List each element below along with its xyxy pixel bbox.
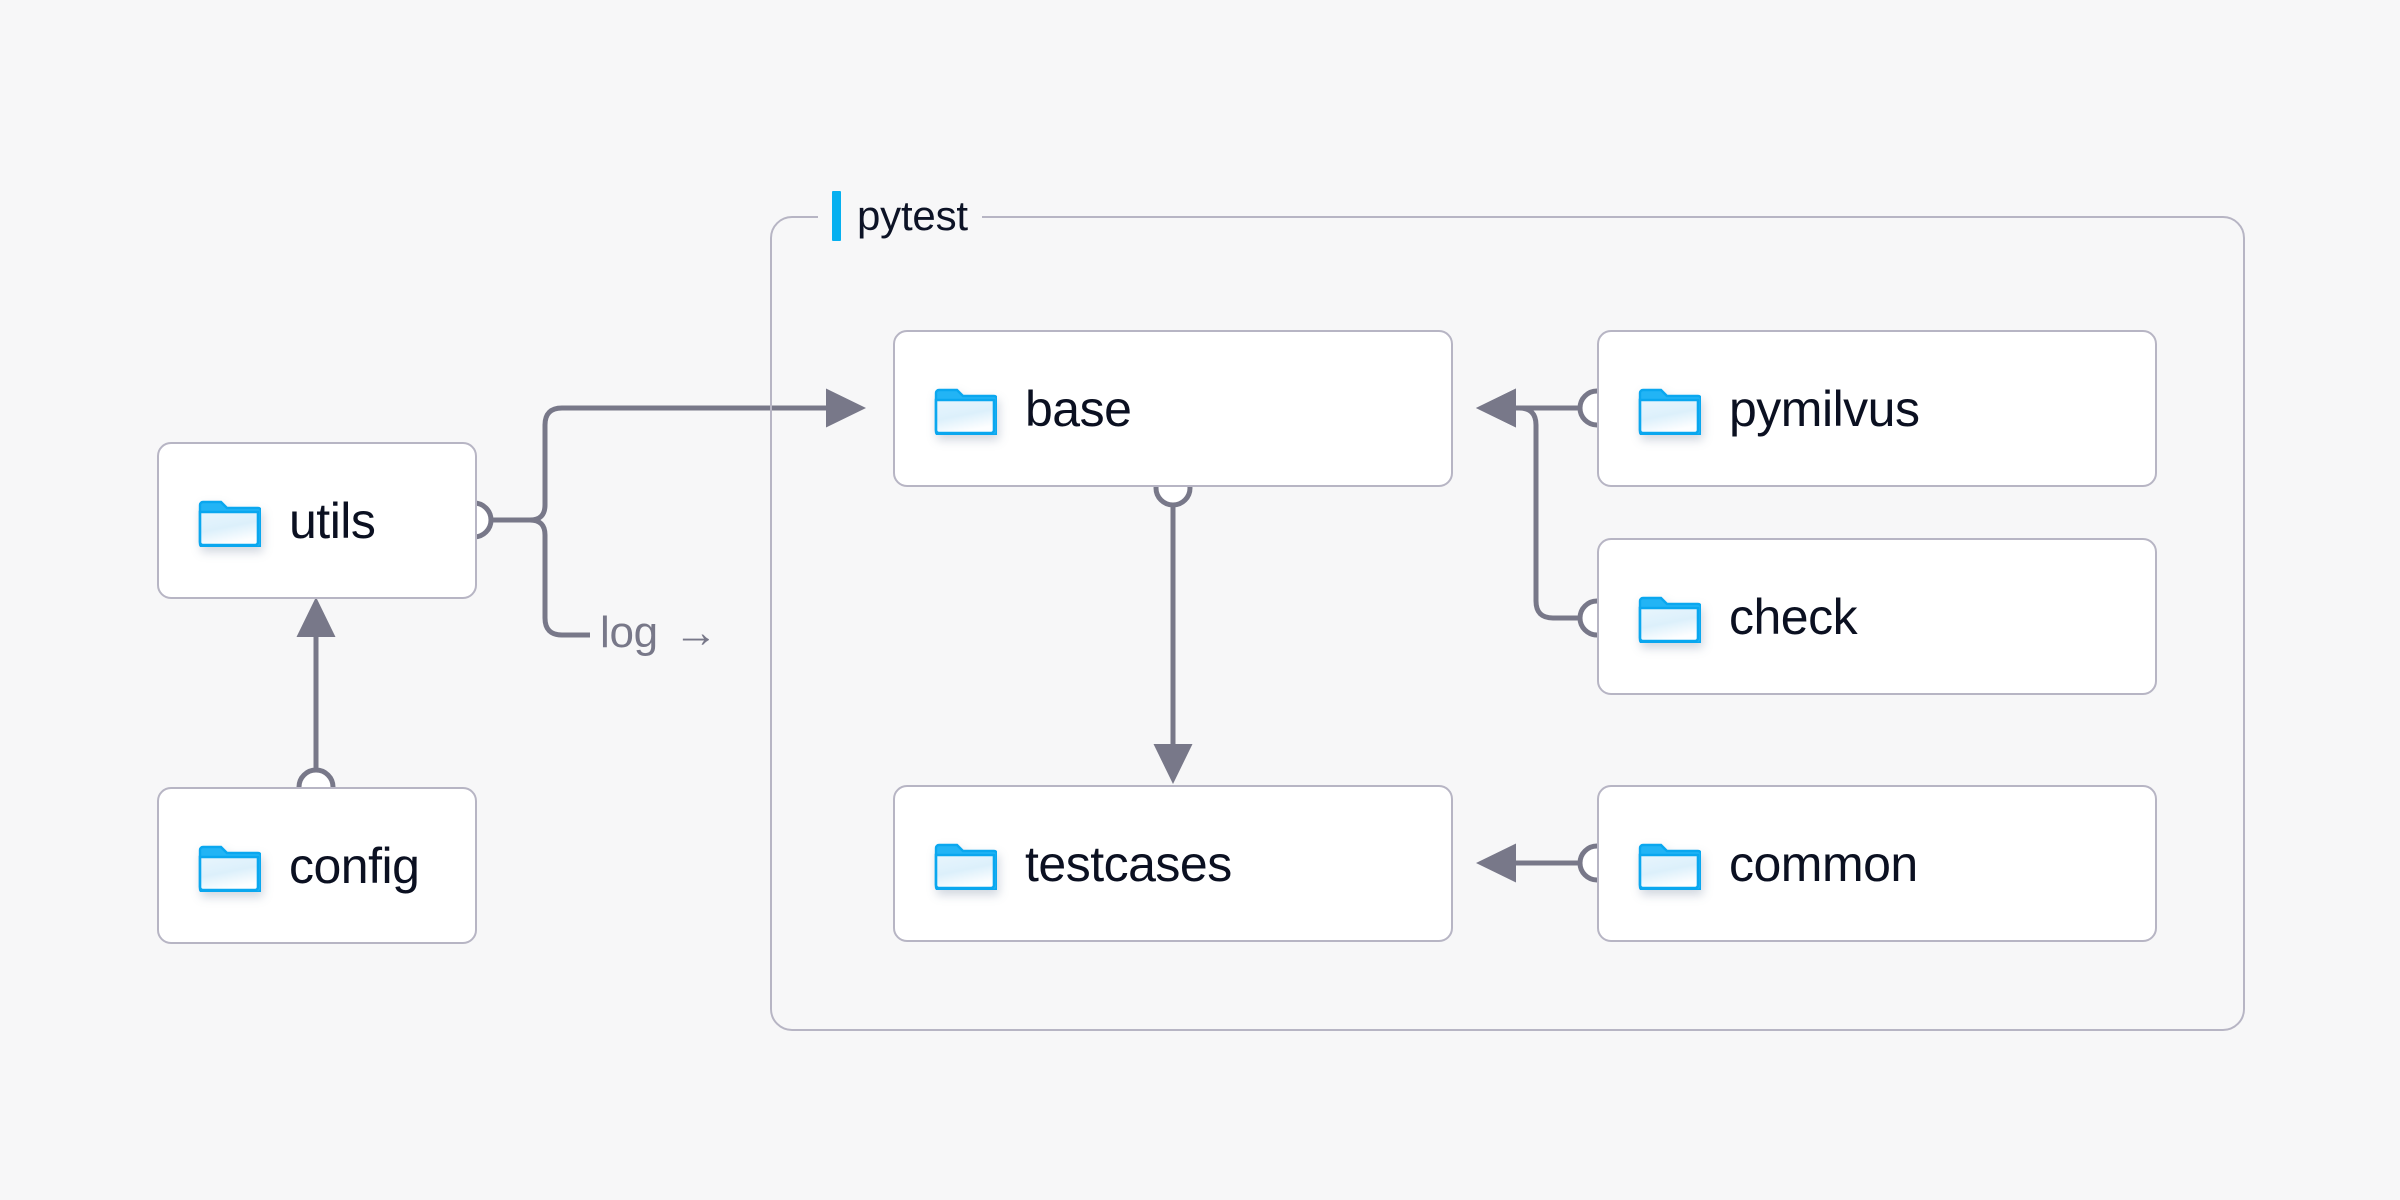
group-accent-bar bbox=[832, 191, 841, 241]
node-check[interactable]: check bbox=[1597, 538, 2157, 695]
node-label: common bbox=[1729, 835, 1918, 892]
group-pytest[interactable] bbox=[770, 216, 2245, 1031]
node-label: pymilvus bbox=[1729, 380, 1920, 437]
folder-icon bbox=[933, 383, 997, 435]
node-common[interactable]: common bbox=[1597, 785, 2157, 942]
node-label: utils bbox=[289, 492, 376, 549]
edge-label-log-text: log bbox=[600, 608, 658, 657]
folder-icon bbox=[1637, 838, 1701, 890]
folder-icon bbox=[933, 838, 997, 890]
group-pytest-label: pytest bbox=[818, 188, 982, 244]
node-label: base bbox=[1025, 380, 1132, 437]
node-config[interactable]: config bbox=[157, 787, 477, 944]
node-pymilvus[interactable]: pymilvus bbox=[1597, 330, 2157, 487]
node-label: check bbox=[1729, 588, 1858, 645]
node-label: config bbox=[289, 837, 420, 894]
node-utils[interactable]: utils bbox=[157, 442, 477, 599]
arrow-right-icon: → bbox=[673, 608, 718, 657]
group-title: pytest bbox=[857, 192, 968, 239]
node-testcases[interactable]: testcases bbox=[893, 785, 1453, 942]
folder-icon bbox=[197, 840, 261, 892]
node-base[interactable]: base bbox=[893, 330, 1453, 487]
node-label: testcases bbox=[1025, 835, 1232, 892]
folder-icon bbox=[197, 495, 261, 547]
folder-icon bbox=[1637, 591, 1701, 643]
folder-icon bbox=[1637, 383, 1701, 435]
edge-label-log: log → bbox=[600, 608, 718, 658]
edge-utils-log bbox=[529, 517, 590, 638]
